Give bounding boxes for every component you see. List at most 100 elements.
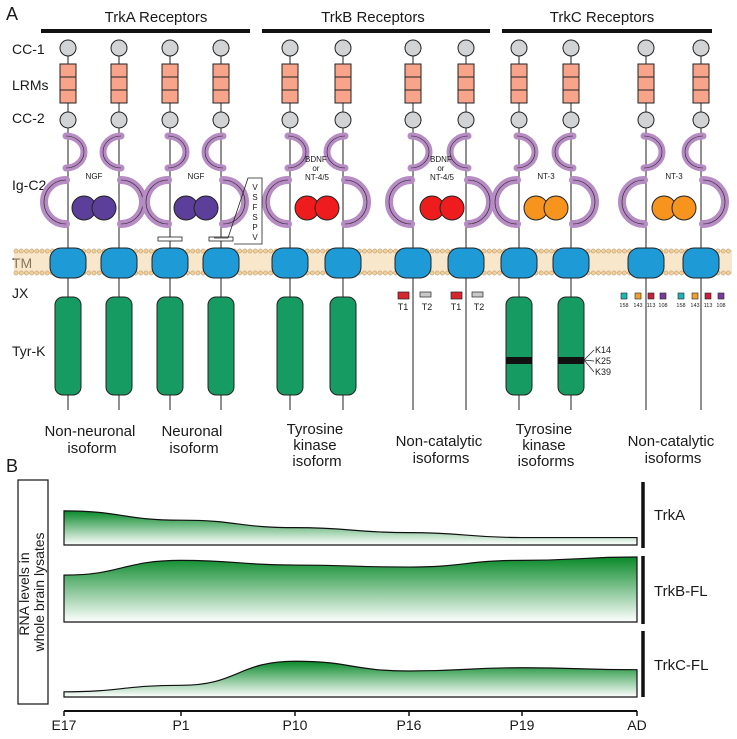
tm-domain <box>202 247 240 279</box>
lipid-head-top <box>377 248 383 254</box>
trkb-t2-tail-2 <box>471 291 484 298</box>
tm-domain <box>627 247 665 279</box>
igc2-domain-2 <box>491 176 521 228</box>
lipid-head-top <box>96 248 102 254</box>
isoform-label-3: Tyrosine kinase isoform <box>287 421 348 470</box>
lipid-head-bottom <box>497 270 502 276</box>
lipid-head-top <box>200 248 206 254</box>
cc2-domain <box>457 111 475 129</box>
lipid-head-bottom <box>668 270 674 276</box>
trkc-tail-marker-6 <box>691 292 699 300</box>
lipid-head-top <box>185 248 190 254</box>
trkb-t2-label-1: T2 <box>422 302 433 312</box>
lipid-head-bottom <box>434 270 440 276</box>
receptor-chain-5 <box>262 39 310 410</box>
domain-label-tyrk: Tyr-K <box>12 343 46 359</box>
group-header-trka: TrkA Receptors <box>41 9 250 33</box>
igc2-outline-2 <box>43 179 67 225</box>
lipid-head-bottom <box>720 270 726 276</box>
igc2-domain-1 <box>99 132 125 172</box>
lipid-head-bottom <box>616 270 622 276</box>
lipid-head-top <box>596 248 601 254</box>
receptors-layer <box>40 39 729 410</box>
expression-area-trka <box>63 510 638 546</box>
trkc-tail-label-1: 158 <box>619 303 628 309</box>
isoform-label-3-line2: kinase <box>293 437 336 454</box>
lipid-head-bottom <box>13 270 19 276</box>
cc1-domain <box>334 39 352 57</box>
lrm-repeat <box>281 76 299 91</box>
cc1-domain <box>212 39 230 57</box>
kinase-insert-k14: K14 <box>595 345 611 355</box>
igc2-domain-2 <box>262 176 292 228</box>
ligands-layer: NGF NGF BDNF or NT-4/5 BDNF or NT-4/5 NT… <box>71 155 697 221</box>
lipid-head-top <box>601 248 606 254</box>
lrm-domain <box>637 63 655 104</box>
lrm-domain <box>212 63 230 104</box>
group-title-trkb: TrkB Receptors <box>321 9 425 26</box>
lipid-head-bottom <box>320 270 326 276</box>
domain-label-lrms: LRMs <box>12 77 49 93</box>
tm-domain <box>100 247 138 279</box>
panel-label-a: A <box>6 4 18 24</box>
lrm-repeat <box>562 63 580 78</box>
x-tick-label-1: E17 <box>52 717 77 733</box>
cc1-domain <box>457 39 475 57</box>
domain-label-cc2: CC-2 <box>12 110 45 126</box>
lrm-repeat <box>457 76 475 91</box>
isoform-label-3-line3: isoform <box>292 453 341 470</box>
kinase-insert-k25: K25 <box>595 356 611 366</box>
igc2-domain-1 <box>513 132 539 172</box>
trkc-tail-marker-8 <box>717 292 725 300</box>
cc2-domain <box>562 111 580 129</box>
ligand-label-4: BDNF or NT-4/5 <box>430 155 455 182</box>
cc1-domain <box>281 39 299 57</box>
lipid-head-top <box>195 248 201 254</box>
tm-domain <box>151 247 189 279</box>
igc2-outline-1 <box>449 135 469 169</box>
insert-residue-5: P <box>252 223 257 232</box>
lrm-repeat <box>404 63 422 78</box>
lipid-head-bottom <box>190 270 196 276</box>
lrm-repeat <box>457 63 475 78</box>
receptor-chain-8 <box>446 39 494 410</box>
insert-residue-6: V <box>252 233 258 242</box>
cc1-domain <box>692 39 710 57</box>
igc2-outline-1 <box>167 135 187 169</box>
cc2-domain <box>212 111 230 129</box>
lipid-head-top <box>44 248 50 254</box>
igc2-outline-1 <box>643 135 663 169</box>
lipid-head-top <box>39 248 45 254</box>
ligand-monomer-3b <box>314 195 340 221</box>
lipid-head-bottom <box>86 270 92 276</box>
ligand-label-6: NT-3 <box>665 172 683 181</box>
lipid-head-top <box>434 248 440 254</box>
lrm-repeat <box>562 76 580 91</box>
expression-panel: RNA levels in whole brain lysates E17 P1… <box>16 479 708 733</box>
tm-domain <box>394 247 432 279</box>
trkc-tail-marker-7 <box>704 292 712 300</box>
lipid-head-bottom <box>590 270 596 276</box>
lipid-head-top <box>538 248 544 254</box>
igc2-domain-1 <box>323 132 349 172</box>
ligand-label-4-line1: BDNF <box>430 155 452 164</box>
cc1-domain <box>637 39 655 57</box>
ligand-label-4-line3: NT-4/5 <box>430 173 455 182</box>
kinase-insert-k39: K39 <box>595 367 611 377</box>
lipid-head-bottom <box>362 270 367 276</box>
ligand-label-2: NGF <box>188 172 205 181</box>
lipid-head-top <box>143 248 149 254</box>
trkb-t2-tail-1 <box>419 291 432 298</box>
lrm-repeat <box>161 76 179 91</box>
trkc-tail-label-5: 158 <box>676 303 685 309</box>
tyrosine-kinase-domain <box>276 296 304 396</box>
ligand-monomer-1b <box>91 195 117 221</box>
insert-residue-3: F <box>253 203 258 212</box>
lipid-head-top <box>237 248 242 254</box>
tm-domain <box>552 247 590 279</box>
igc2-domain-2 <box>618 176 648 228</box>
igc2-outline-1 <box>516 135 536 169</box>
cc2-domain <box>281 111 299 129</box>
igc2-domain-2 <box>219 176 249 228</box>
